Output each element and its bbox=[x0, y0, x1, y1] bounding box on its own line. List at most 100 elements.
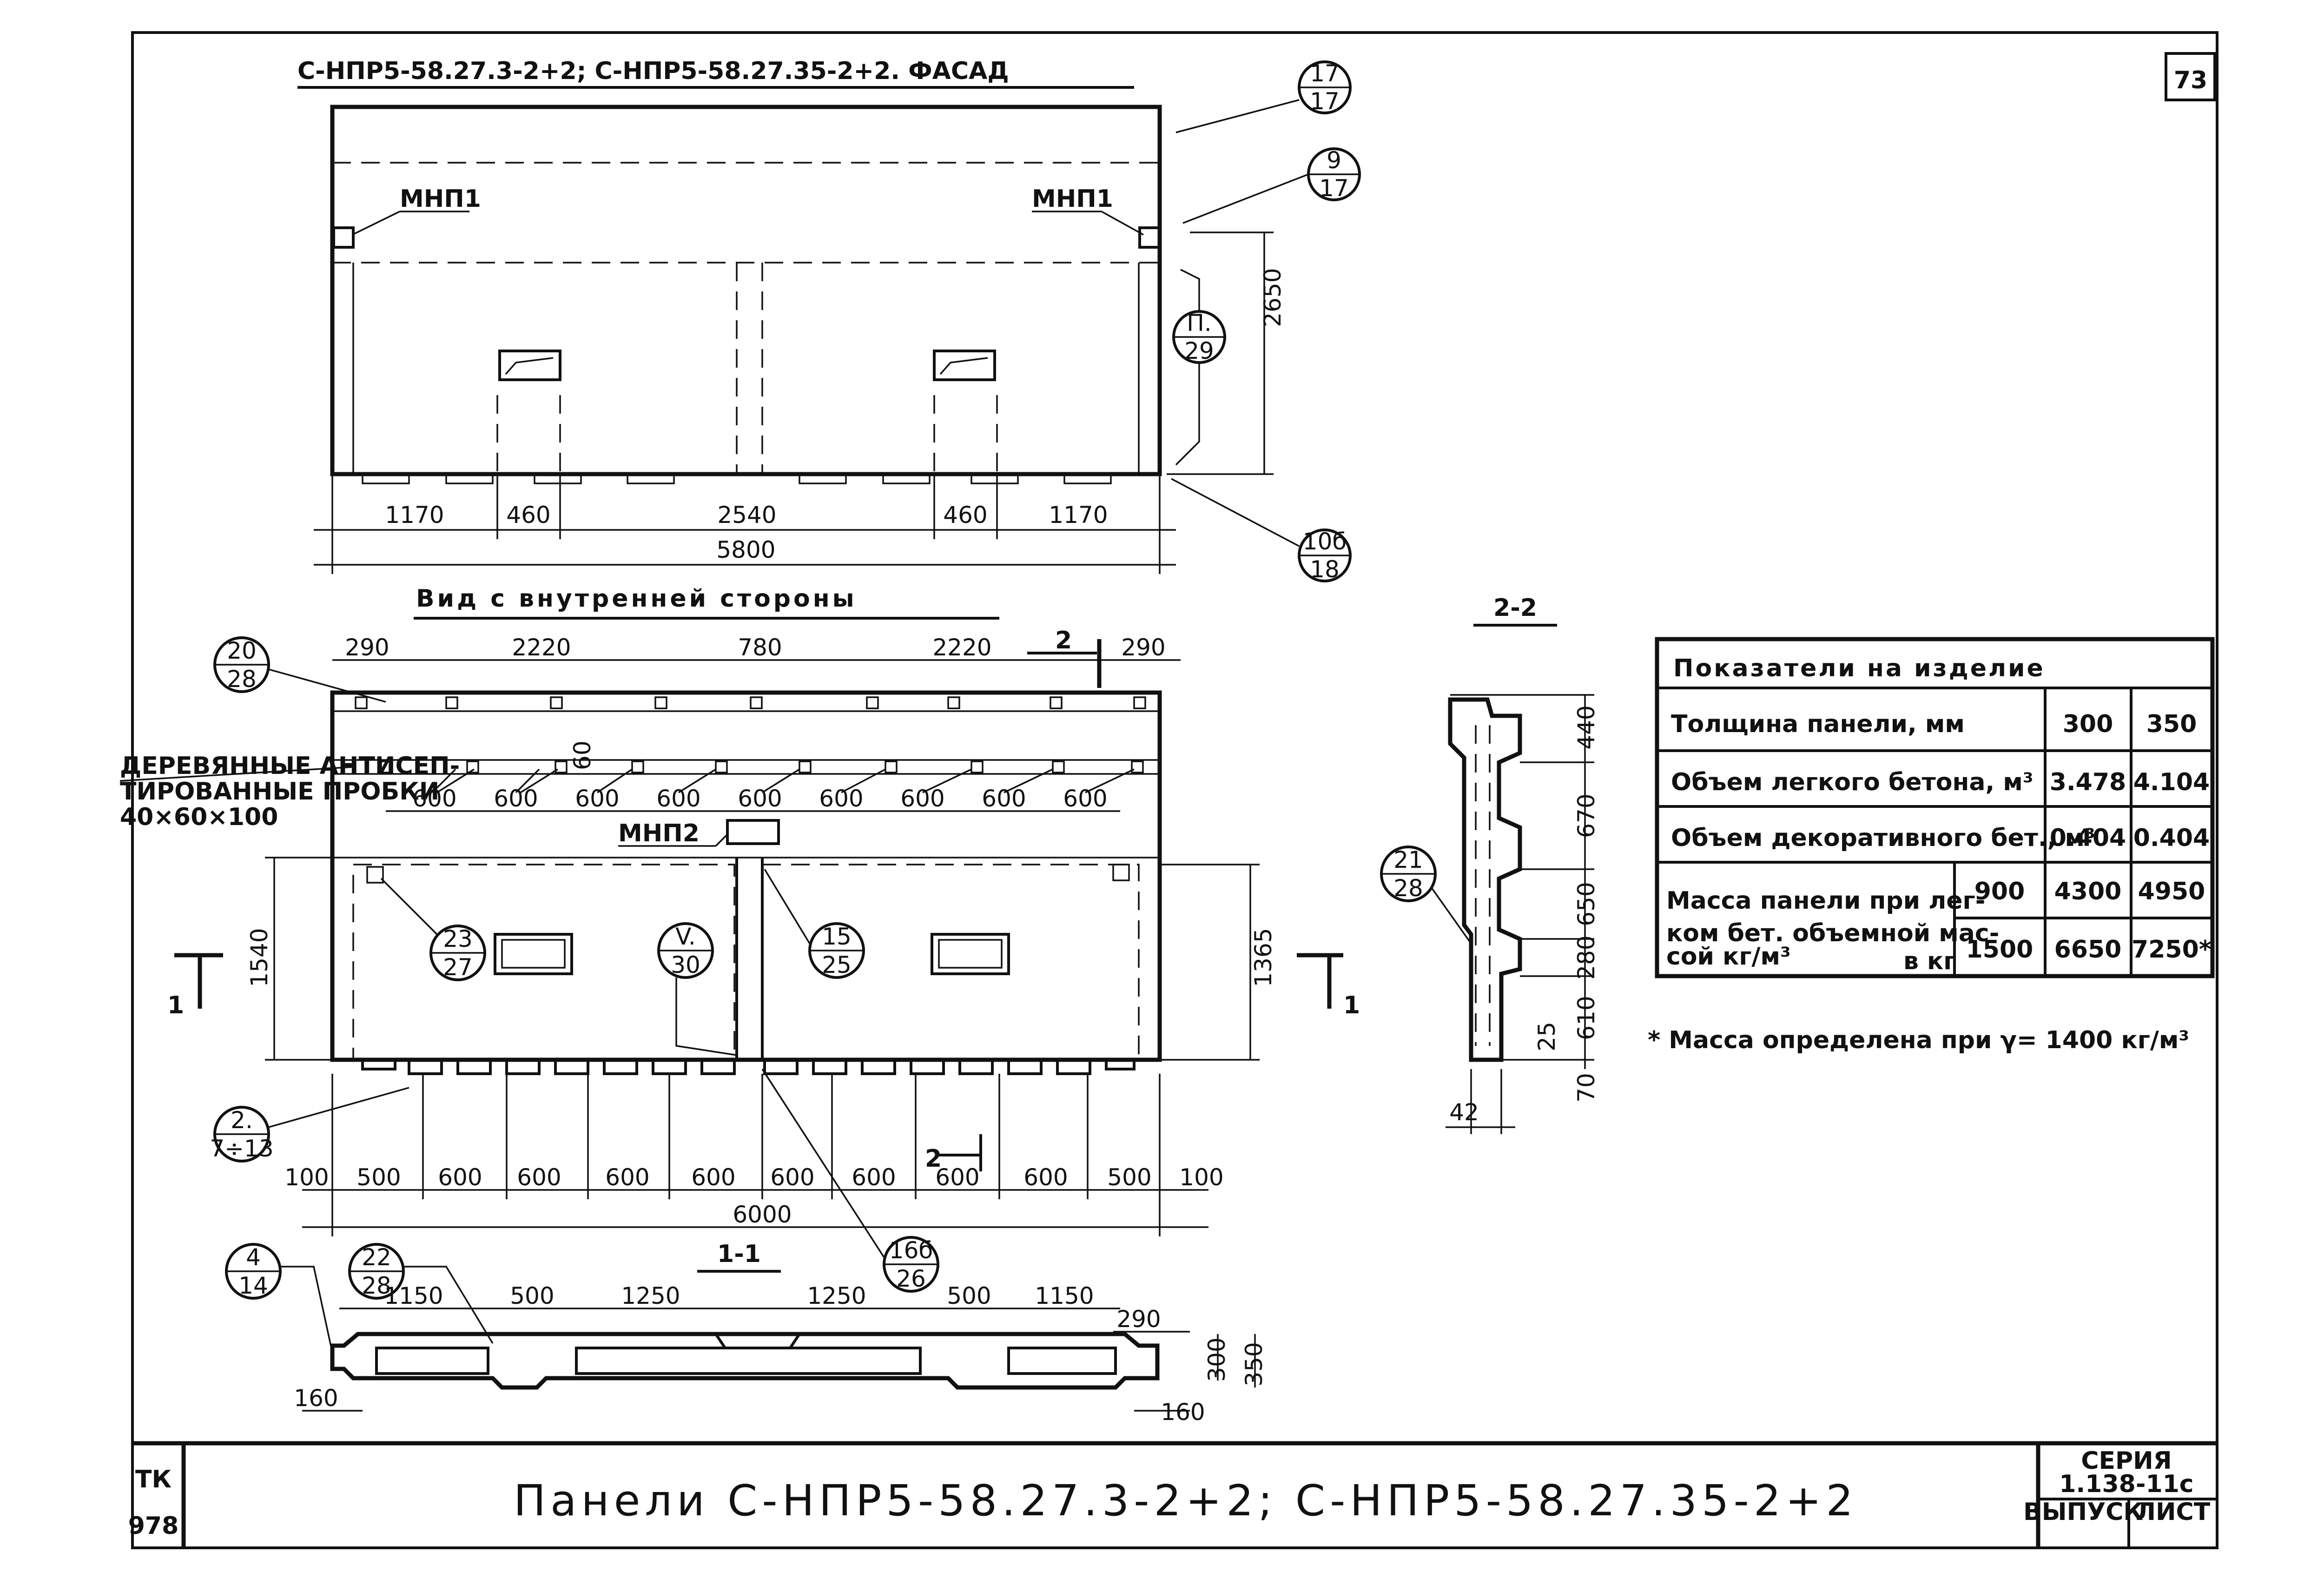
inner-plug-dim: 600 bbox=[900, 785, 944, 812]
inner-window-right-inner bbox=[938, 939, 1003, 969]
table-row-value-350: 350 bbox=[2146, 710, 2197, 738]
stamp-left-top: ТК bbox=[135, 1466, 172, 1493]
inner-window-left bbox=[494, 933, 573, 975]
inner-plug-dim: 600 bbox=[575, 785, 619, 812]
facade-dim: 2540 bbox=[717, 502, 776, 528]
callout-bottom: 7÷13 bbox=[210, 1135, 273, 1162]
inner-top-dim: 780 bbox=[738, 634, 782, 661]
section-1-1-profile bbox=[330, 1332, 1160, 1390]
section-1-1-dim: 500 bbox=[510, 1282, 554, 1309]
facade-window-left-mark bbox=[505, 357, 554, 375]
table-row-value-300: 3.478 bbox=[2050, 768, 2126, 796]
table-mass-label: сой кг/м³ bbox=[1666, 943, 1791, 971]
inner-plug-dim: 600 bbox=[1063, 785, 1107, 812]
table-density: 1500 bbox=[1966, 936, 2034, 964]
callout-top: П. bbox=[1187, 310, 1212, 337]
inner-bottom-dim: 600 bbox=[691, 1164, 735, 1191]
table-mass-300: 4300 bbox=[2054, 878, 2122, 905]
inner-bottom-dim: 100 bbox=[1179, 1164, 1223, 1191]
inner-bottom-dim: 600 bbox=[770, 1164, 814, 1191]
inner-top-dim: 290 bbox=[345, 634, 389, 661]
indicators-table bbox=[1655, 637, 2215, 978]
series-label: СЕРИЯ bbox=[2081, 1447, 2172, 1475]
callout-bottom: 27 bbox=[443, 954, 473, 981]
facade-mnp1-right bbox=[1138, 226, 1161, 249]
callout-top: 10б bbox=[1303, 528, 1347, 555]
inner-plug-dim: 600 bbox=[982, 785, 1026, 812]
section-1-1-350: 350 bbox=[1241, 1342, 1268, 1386]
facade-window-right-mark bbox=[939, 357, 988, 375]
facade-mark-left-leader bbox=[352, 211, 400, 236]
section-2-2-dim: 670 bbox=[1573, 793, 1600, 838]
facade-mark-left: МНП1 bbox=[400, 185, 481, 213]
inner-cut-mark: 2 bbox=[1055, 627, 1072, 654]
section-1-1-edge-left: 160 bbox=[294, 1385, 338, 1412]
section-1-1-cage bbox=[375, 1347, 489, 1375]
inner-bottom-dim: 100 bbox=[284, 1164, 329, 1191]
inner-socket-right bbox=[1112, 864, 1130, 881]
inner-bottom-dim-ticks bbox=[331, 1074, 1161, 1236]
inner-plug-dim: 600 bbox=[738, 785, 782, 812]
inner-mnp2-box bbox=[726, 819, 780, 845]
facade-dim: 1170 bbox=[1049, 502, 1108, 528]
facade-window-left bbox=[498, 350, 561, 381]
inner-mark-mnp2: МНП2 bbox=[618, 819, 700, 847]
callout-bottom: 17 bbox=[1310, 88, 1340, 115]
inner-plug-dim: 600 bbox=[656, 785, 700, 812]
callout-top: 21 bbox=[1393, 846, 1423, 873]
callout: П. 29 bbox=[1172, 269, 1226, 466]
facade-dim: 460 bbox=[943, 502, 987, 528]
table-mass-label: Масса панели при лег- bbox=[1666, 887, 1985, 915]
table-row-label: Толщина панели, мм bbox=[1671, 710, 1965, 738]
inner-window-left-inner bbox=[501, 939, 566, 969]
section-mark-left: 1 bbox=[167, 991, 184, 1019]
callout: 21 28 bbox=[1380, 846, 1472, 945]
callout-top: 22 bbox=[362, 1244, 391, 1271]
side-note-line: ТИРОВАННЫЕ ПРОБКИ bbox=[120, 778, 439, 806]
table-row-label: Объем легкого бетона, м³ bbox=[1671, 768, 2034, 796]
section-1-1-300: 300 bbox=[1203, 1337, 1230, 1381]
callout-top: 15 bbox=[822, 923, 852, 950]
callout-bottom: 25 bbox=[822, 951, 852, 978]
sheet-label: ЛИСТ bbox=[2136, 1498, 2211, 1526]
inner-plug-leaders bbox=[431, 768, 1135, 793]
facade-panel bbox=[330, 105, 1162, 484]
inner-bottom-dim: 500 bbox=[1107, 1164, 1151, 1191]
table-row-value-350: 0.404 bbox=[2133, 824, 2210, 852]
section-2-2-dim: 70 bbox=[1573, 1073, 1600, 1103]
section-2-2-title: 2-2 bbox=[1493, 594, 1537, 622]
callout: 10б 18 bbox=[1171, 478, 1352, 583]
facade-mark-right-leader bbox=[1101, 211, 1144, 236]
table-mass-300: 6650 bbox=[2054, 936, 2122, 964]
table-mass-350: 7250* bbox=[2132, 936, 2212, 964]
callout-bottom: 18 bbox=[1310, 556, 1340, 583]
callout-top: 9 bbox=[1327, 147, 1341, 174]
callout: 20 28 bbox=[213, 636, 386, 703]
callout-bottom: 28 bbox=[1393, 875, 1423, 902]
inner-bottom-dim: 600 bbox=[935, 1164, 979, 1191]
sheet-number: 73 bbox=[2174, 66, 2207, 94]
table-mass-label: в кг bbox=[1903, 947, 1956, 975]
facade-mnp1-left bbox=[332, 226, 355, 249]
section-mark-right: 1 bbox=[1343, 991, 1360, 1019]
inner-bottom-teeth bbox=[332, 1058, 1160, 1075]
callout-bottom: 17 bbox=[1319, 175, 1349, 202]
inner-height-right: 1365 bbox=[1250, 928, 1277, 987]
section-1-1-cage bbox=[1007, 1347, 1117, 1375]
table-row-value-350: 4.104 bbox=[2133, 768, 2210, 796]
section-2-2-dim: 440 bbox=[1573, 705, 1600, 749]
table-row-value-300: 300 bbox=[2063, 710, 2113, 738]
inner-panel bbox=[330, 690, 1162, 1075]
section-2-2-small-dim: 25 bbox=[1533, 1022, 1560, 1051]
callout-bottom: 14 bbox=[238, 1272, 268, 1299]
callout: 23 27 bbox=[380, 878, 486, 981]
facade-total: 5800 bbox=[716, 536, 775, 563]
callout-top: 23 bbox=[443, 925, 473, 952]
inner-top-dim: 2220 bbox=[932, 634, 991, 661]
inner-bottom-dim: 600 bbox=[605, 1164, 649, 1191]
inner-outline bbox=[330, 690, 1162, 1062]
callout: 16б 26 bbox=[761, 1069, 939, 1293]
facade-dim: 1170 bbox=[385, 502, 444, 528]
